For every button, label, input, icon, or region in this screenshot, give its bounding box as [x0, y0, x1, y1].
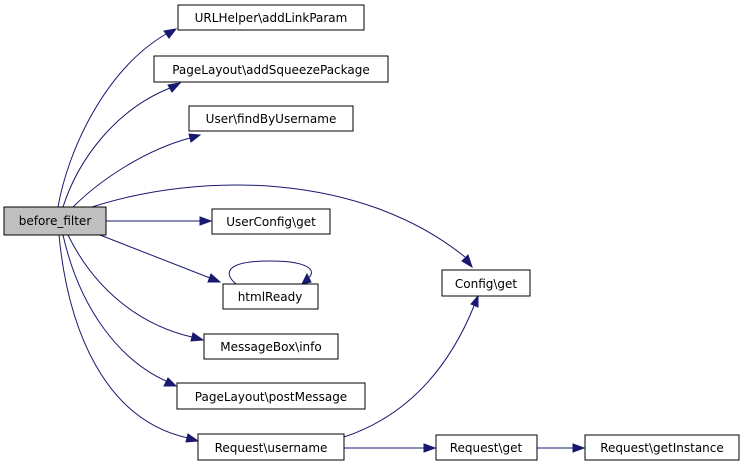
node-messagebox-info[interactable]: MessageBox\info	[203, 333, 339, 360]
arrowhead-htmlready	[207, 273, 222, 283]
node-pagelayout-postmessage[interactable]: PageLayout\postMessage	[176, 382, 366, 410]
node-before-filter[interactable]: before_filter	[3, 206, 107, 236]
arrowhead-userconfig-get	[199, 216, 213, 226]
arrowhead-urlhelper-addlinkparam	[163, 28, 178, 39]
edge-before-filter-to-htmlready	[99, 234, 211, 279]
node-label-user-findbyusername: User\findByUsername	[206, 112, 337, 126]
node-label-pagelayout-addsqueezepackage: PageLayout\addSqueezePackage	[172, 63, 370, 77]
node-request-getinstance[interactable]: Request\getInstance	[584, 434, 740, 461]
edge-before-filter-to-request-username	[58, 234, 189, 439]
node-label-config-get: Config\get	[455, 277, 518, 291]
edge-before-filter-to-config-get	[91, 184, 466, 258]
arrowhead-user-findbyusername	[188, 133, 202, 143]
edge-before-filter-to-pagelayout-addsqueezepackage	[62, 87, 171, 208]
arrowhead-request-get	[423, 443, 437, 453]
arrowhead-config-get-from-before-filter	[461, 254, 473, 269]
node-pagelayout-addsqueezepackage[interactable]: PageLayout\addSqueezePackage	[153, 55, 389, 83]
arrowhead-config-get-from-request-username	[470, 294, 479, 308]
node-userconfig-get[interactable]: UserConfig\get	[211, 208, 331, 235]
edge-htmlready-self-loop	[228, 260, 312, 285]
node-label-request-get: Request\get	[450, 441, 523, 455]
nodes: before_filter URLHelper\addLinkParam Pag…	[3, 4, 740, 461]
arrowhead-pagelayout-postmessage	[163, 377, 178, 387]
edge-before-filter-to-messagebox-info	[67, 234, 193, 338]
node-urlhelper-addlinkparam[interactable]: URLHelper\addLinkParam	[177, 4, 365, 31]
edge-request-username-to-config-get	[343, 305, 475, 438]
node-config-get[interactable]: Config\get	[441, 269, 531, 297]
arrowhead-request-getinstance	[572, 443, 586, 453]
node-label-before-filter: before_filter	[19, 214, 92, 228]
node-label-urlhelper-addlinkparam: URLHelper\addLinkParam	[195, 11, 348, 25]
arrowhead-htmlready-self-loop	[301, 272, 312, 285]
node-label-request-getinstance: Request\getInstance	[600, 441, 724, 455]
node-label-userconfig-get: UserConfig\get	[226, 215, 316, 229]
node-request-username[interactable]: Request\username	[197, 433, 345, 461]
node-htmlready[interactable]: htmlReady	[222, 283, 319, 310]
arrowhead-messagebox-info	[190, 332, 205, 342]
edge-before-filter-to-urlhelper-addlinkparam	[57, 33, 167, 208]
node-label-pagelayout-postmessage: PageLayout\postMessage	[195, 390, 347, 404]
arrowhead-request-username	[185, 433, 200, 443]
node-label-request-username: Request\username	[215, 441, 328, 455]
edge-before-filter-to-pagelayout-postmessage	[62, 234, 167, 382]
edge-before-filter-to-user-findbyusername	[72, 137, 191, 208]
node-label-htmlready: htmlReady	[238, 290, 303, 304]
node-request-get[interactable]: Request\get	[435, 434, 538, 461]
arrowhead-pagelayout-addsqueezepackage	[167, 82, 182, 93]
node-user-findbyusername[interactable]: User\findByUsername	[188, 105, 354, 132]
node-label-messagebox-info: MessageBox\info	[220, 340, 321, 354]
edges	[57, 28, 586, 453]
